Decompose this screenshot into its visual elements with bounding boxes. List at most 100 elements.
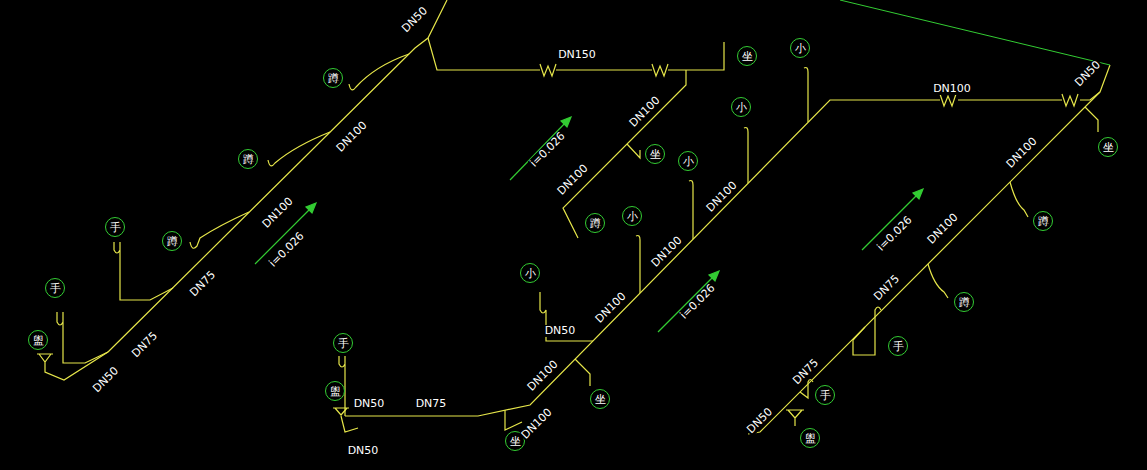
pipe-size: DN50 — [353, 398, 386, 410]
branch-pipe — [627, 144, 640, 158]
fixture-tag: 蹲 — [585, 213, 605, 233]
pipe-size: DN100 — [649, 234, 686, 271]
pipe-size: DN100 — [932, 83, 972, 95]
slope-arrow — [913, 189, 923, 199]
basin-symbol — [37, 352, 108, 380]
fixture-code: 蹲 — [959, 297, 970, 308]
branch-pipe — [190, 212, 249, 248]
slope-arrow — [510, 120, 568, 180]
pipe-size: DN50 — [90, 364, 122, 396]
slope-arrow — [561, 117, 571, 127]
main-pipe — [345, 92, 1100, 416]
branch-pipe — [268, 132, 330, 166]
fixture-code: 小 — [683, 156, 694, 167]
pipe-size: DN75 — [871, 272, 903, 304]
fixture-code: 坐 — [510, 436, 521, 447]
urinal-trap — [689, 181, 693, 240]
urinal-trap — [636, 236, 640, 294]
pipe-size: DN100 — [519, 406, 556, 443]
branch-pipe — [505, 410, 522, 430]
branch-pipe — [575, 359, 590, 386]
fixture-tag: 坐 — [645, 144, 665, 164]
fixture-tag: 盥 — [800, 428, 820, 448]
fixture-tag: 盥 — [28, 330, 48, 350]
fixture-code: 手 — [110, 222, 121, 233]
fixture-tag: 手 — [45, 278, 65, 298]
pipe-size: DN75 — [790, 356, 822, 388]
fixture-tag: 手 — [888, 336, 908, 356]
fixture-tag: 坐 — [1098, 137, 1118, 157]
branch-pipe — [540, 292, 593, 341]
urinal-trap — [804, 68, 808, 123]
fixture-code: 坐 — [1103, 142, 1114, 153]
joint-symbol — [652, 64, 668, 76]
fixture-tag: 蹲 — [238, 149, 258, 169]
ref-line — [840, 0, 1110, 65]
pipe-size: DN50 — [1072, 58, 1104, 90]
pipe-size: DN100 — [627, 94, 664, 131]
fixture-tag: 蹲 — [954, 292, 974, 312]
fixture-code: 手 — [893, 341, 904, 352]
fixture-code: 盥 — [805, 433, 816, 444]
pipe-size: DN100 — [555, 162, 592, 199]
fixture-code: 坐 — [650, 149, 661, 160]
fixture-tag: 坐 — [737, 46, 757, 66]
branch-pipe — [1010, 182, 1028, 217]
fixture-code: 小 — [525, 268, 536, 279]
pipe-size: DN100 — [1004, 135, 1041, 172]
branch-pipe — [1085, 107, 1098, 132]
pipe-size: DN100 — [925, 211, 962, 248]
pipe-size: DN50 — [744, 405, 776, 437]
fixture-code: 坐 — [595, 394, 606, 405]
pipe-size: DN50 — [544, 325, 577, 337]
fixture-code: 盥 — [33, 335, 44, 346]
pipe-size: DN100 — [525, 358, 562, 395]
pipe-size: DN100 — [704, 179, 741, 216]
slope-label: i=0.026 — [267, 230, 308, 271]
pipe-size: DN75 — [187, 268, 219, 300]
branch-pipe — [57, 312, 108, 363]
pipe-size: DN75 — [415, 398, 448, 410]
fixture-code: 盥 — [330, 386, 341, 397]
fixture-code: 坐 — [742, 51, 753, 62]
fixture-tag: 坐 — [590, 389, 610, 409]
basin-symbol — [333, 408, 358, 432]
joint-symbol — [540, 64, 556, 76]
fixture-tag: 手 — [333, 333, 353, 353]
fixture-tag: 小 — [790, 38, 810, 58]
fixture-code: 蹲 — [328, 73, 339, 84]
branch-pipe — [349, 54, 409, 90]
fixture-tag: 小 — [731, 97, 751, 117]
fixture-code: 蹲 — [1038, 216, 1049, 227]
fixture-code: 手 — [50, 283, 61, 294]
main-pipe — [108, 0, 447, 352]
fixture-tag: 手 — [815, 385, 835, 405]
pipe-size: DN75 — [129, 329, 161, 361]
fixture-code: 小 — [627, 211, 638, 222]
header-pipe — [428, 38, 724, 70]
fixture-code: 小 — [795, 43, 806, 54]
urinal-trap — [744, 128, 748, 184]
fixture-code: 蹲 — [167, 236, 178, 247]
fixture-tag: 小 — [622, 206, 642, 226]
branch-pipe — [563, 70, 686, 238]
fixture-tag: 小 — [520, 263, 540, 283]
pipe-size: DN150 — [557, 49, 597, 61]
pipe-size: DN50 — [399, 4, 431, 36]
fixture-code: 蹲 — [243, 154, 254, 165]
branch-pipe — [928, 264, 948, 298]
joint-symbol — [940, 94, 956, 106]
slope-arrow — [306, 203, 316, 213]
fixture-tag: 小 — [678, 151, 698, 171]
fixture-tag: 手 — [105, 217, 125, 237]
joint-symbol — [1062, 94, 1078, 106]
pipe-size: DN100 — [260, 195, 297, 232]
branch-pipe — [114, 242, 173, 300]
fixture-code: 手 — [820, 390, 831, 401]
branch-pipe — [853, 307, 881, 355]
pipe-size: DN100 — [334, 119, 371, 156]
fixture-tag: 蹲 — [162, 231, 182, 251]
slope-label: i=0.026 — [528, 130, 569, 171]
fixture-code: 手 — [338, 338, 349, 349]
